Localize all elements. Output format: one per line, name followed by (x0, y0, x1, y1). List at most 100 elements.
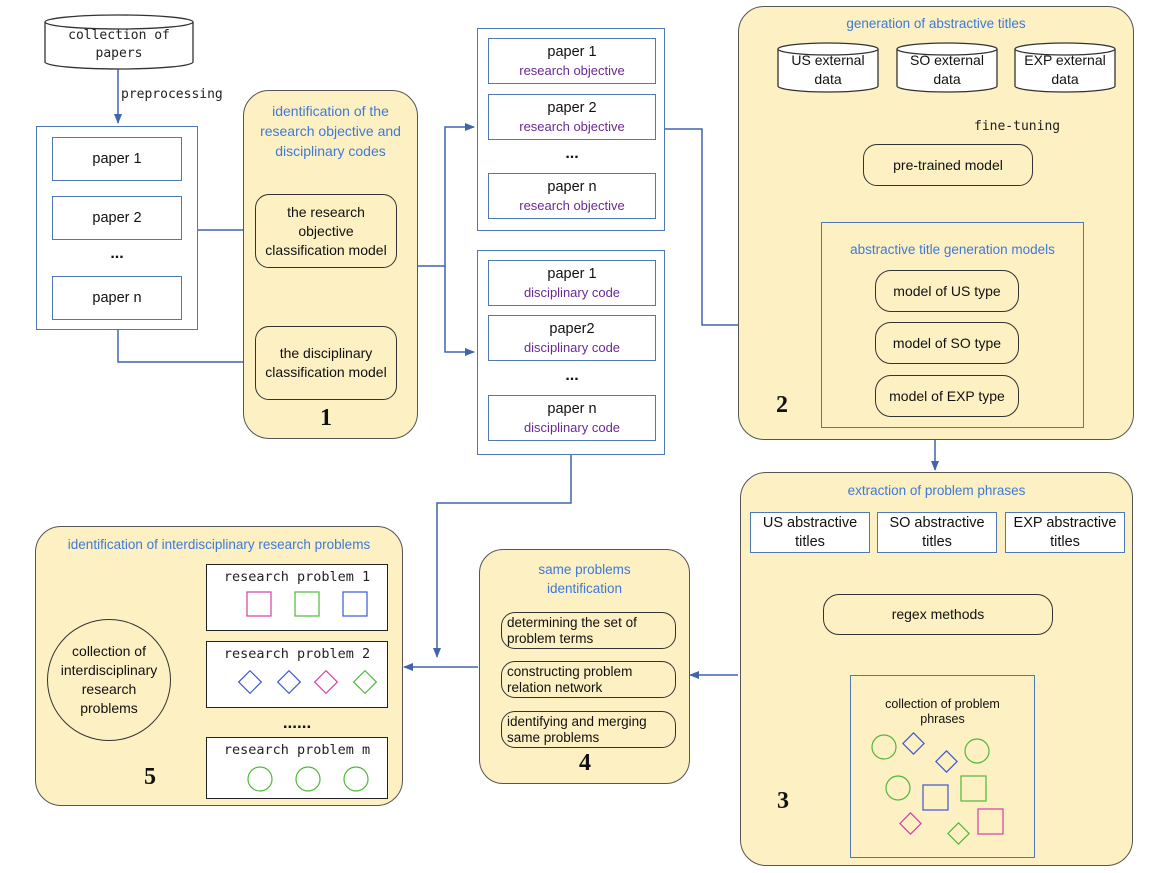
split-line (398, 123, 475, 267)
model-a-line-1: the research (287, 203, 365, 220)
us-titles-line-2: titles (795, 533, 825, 550)
exp-titles-line-2: titles (1050, 533, 1080, 550)
problems-ellipsis: ...... (282, 713, 312, 732)
objective-paper-n-name: paper n (547, 179, 597, 195)
step-3-line-1: identifying and merging (507, 714, 647, 729)
input-ellipsis: ... (110, 245, 124, 262)
preprocessing-label: preprocessing (121, 87, 223, 102)
problem-circle-icon (295, 766, 321, 792)
discipline-paper-2: paper2 disciplinary code (488, 315, 656, 361)
problem-phrase-shapes (871, 732, 1004, 845)
source-label: collection of papers (44, 27, 194, 63)
collection-line-3: research (81, 681, 137, 697)
model-us-type: model of US type (875, 270, 1019, 312)
problem-circle-icon (343, 766, 369, 792)
us-data-database-icon (777, 42, 879, 93)
input-paper-2: paper 2 (52, 196, 182, 240)
research-problem-1-card (206, 564, 388, 631)
problem-square-icon (342, 591, 368, 617)
so-data-line-1: SO external (910, 52, 984, 68)
exp-data-line-2: data (1051, 71, 1079, 87)
us-data-line-1: US external (791, 52, 865, 68)
phrase-circle-icon (885, 775, 911, 801)
collection-line-1: collection of (72, 643, 146, 659)
problem-diamond-icon (352, 669, 378, 695)
objective-ellipsis: ... (565, 145, 579, 162)
problem-square-icon (294, 591, 320, 617)
step-2-line-1: constructing problem (507, 664, 633, 679)
arrow-codes-to-stage5 (433, 455, 572, 658)
discipline-ellipsis: ... (565, 367, 579, 384)
stage3-title: extraction of problem phrases (847, 483, 1026, 498)
phrase-square-icon (960, 775, 987, 802)
phrase-circle-icon (964, 738, 990, 764)
input-paper-1: paper 1 (52, 137, 182, 181)
exp-abstractive-titles: EXP abstractive titles (1005, 512, 1125, 553)
problem-diamond-icon (237, 669, 263, 695)
so-titles-line-2: titles (922, 533, 952, 550)
research-problem-m-label: research problem m (223, 742, 371, 758)
exp-titles-line-1: EXP abstractive (1013, 514, 1117, 531)
problem-phrase-collection (850, 675, 1035, 858)
input-paper-n: paper n (52, 276, 182, 320)
stage2-number: 2 (776, 392, 788, 418)
objective-paper-n-tag: research objective (519, 198, 625, 213)
step-2-line-2: relation network (507, 680, 603, 695)
collection-line-4: problems (80, 700, 138, 716)
discipline-paper-n-tag: disciplinary code (523, 420, 621, 435)
research-problem-1-shapes (246, 591, 368, 617)
discipline-paper-2-tag: disciplinary code (523, 340, 621, 355)
step-1-line-1: determining the set of (507, 615, 637, 630)
stage4-title-line-2: identification (546, 581, 623, 596)
discipline-paper-1: paper 1 disciplinary code (488, 260, 656, 306)
stage1-title-line-2: research objective and (260, 123, 401, 139)
so-titles-line-1: SO abstractive (889, 514, 985, 531)
objective-classification-model: the research objective classification mo… (255, 194, 397, 268)
disciplinary-classification-model: the disciplinary classification model (255, 326, 397, 400)
research-problem-2-card (206, 641, 388, 708)
pretrained-model: pre-trained model (863, 144, 1033, 186)
objective-paper-2-name: paper 2 (547, 100, 597, 116)
exp-external-data: EXP external data (1014, 51, 1116, 89)
step-1-line-2: problem terms (507, 631, 594, 646)
us-data-line-2: data (814, 71, 842, 87)
phrase-diamond-icon (935, 750, 958, 773)
fine-tuning-label: fine-tuning (974, 119, 1061, 134)
us-abstractive-titles: US abstractive titles (750, 512, 870, 553)
stage4-title-line-1: same problems (538, 562, 631, 577)
research-problem-m-card (206, 737, 388, 799)
stage1-title: identification of the research objective… (243, 101, 418, 161)
discipline-paper-1-name: paper 1 (547, 266, 597, 282)
phrase-diamond-icon (947, 822, 970, 845)
discipline-paper-2-name: paper2 (549, 321, 595, 337)
us-titles-line-1: US abstractive (762, 514, 858, 531)
problem-phrase-collection-label: collection of problem phrases (850, 697, 1035, 727)
model-a-line-2: objective (298, 222, 354, 239)
stage4-title: same problems identification (479, 560, 690, 598)
objective-list (477, 28, 665, 231)
objective-paper-1-tag: research objective (519, 63, 625, 78)
problem-circle-icon (247, 766, 273, 792)
problem-diamond-icon (276, 669, 302, 695)
exp-data-line-1: EXP external (1024, 52, 1106, 68)
discipline-paper-n-name: paper n (547, 401, 597, 417)
model-exp-type: model of EXP type (875, 375, 1019, 417)
model-a-line-3: classification model (265, 241, 387, 258)
stage2-title: generation of abstractive titles (846, 16, 1026, 31)
stage1-title-line-3: disciplinary codes (275, 143, 386, 159)
source-line-1: collection of (68, 28, 170, 43)
so-data-database-icon (896, 42, 998, 93)
stage5-title: identification of interdisciplinary rese… (67, 537, 371, 552)
objective-paper-2: paper 2 research objective (488, 94, 656, 140)
stage1-number: 1 (320, 405, 332, 431)
stage3-number: 3 (777, 788, 789, 814)
papers-database-icon (44, 14, 194, 70)
phrase-square-icon (977, 808, 1004, 835)
us-external-data: US external data (777, 51, 879, 89)
step-3-line-2: same problems (507, 730, 600, 745)
research-problem-m-shapes (247, 766, 369, 792)
problem-diamond-icon (313, 669, 339, 695)
research-problem-2-shapes (237, 669, 378, 695)
arrow-papers-to-model-b (117, 330, 254, 366)
research-problem-1-label: research problem 1 (223, 569, 371, 585)
